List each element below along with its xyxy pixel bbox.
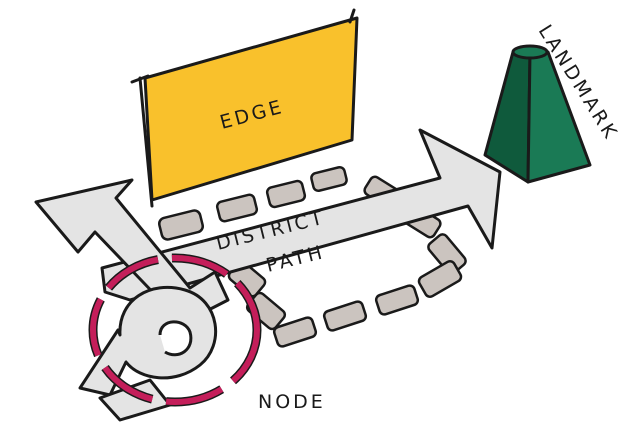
path-lower-spur — [98, 378, 172, 422]
district-block — [310, 165, 348, 193]
district-block — [374, 284, 420, 316]
district-block — [417, 260, 463, 298]
path-node-curve — [78, 285, 217, 397]
district-block — [157, 209, 205, 241]
node-element: NODE — [88, 253, 326, 413]
district-block — [272, 316, 318, 348]
district-block — [215, 193, 259, 223]
edge-panel — [143, 16, 359, 202]
district-block — [322, 300, 368, 332]
district-block — [265, 179, 307, 209]
node-label: NODE — [258, 391, 326, 413]
edge-element: EDGE — [130, 8, 359, 208]
district-block — [427, 233, 467, 275]
landmark-pyramid-left-face — [483, 50, 532, 184]
landmark-element: LANDMARK — [483, 21, 622, 184]
